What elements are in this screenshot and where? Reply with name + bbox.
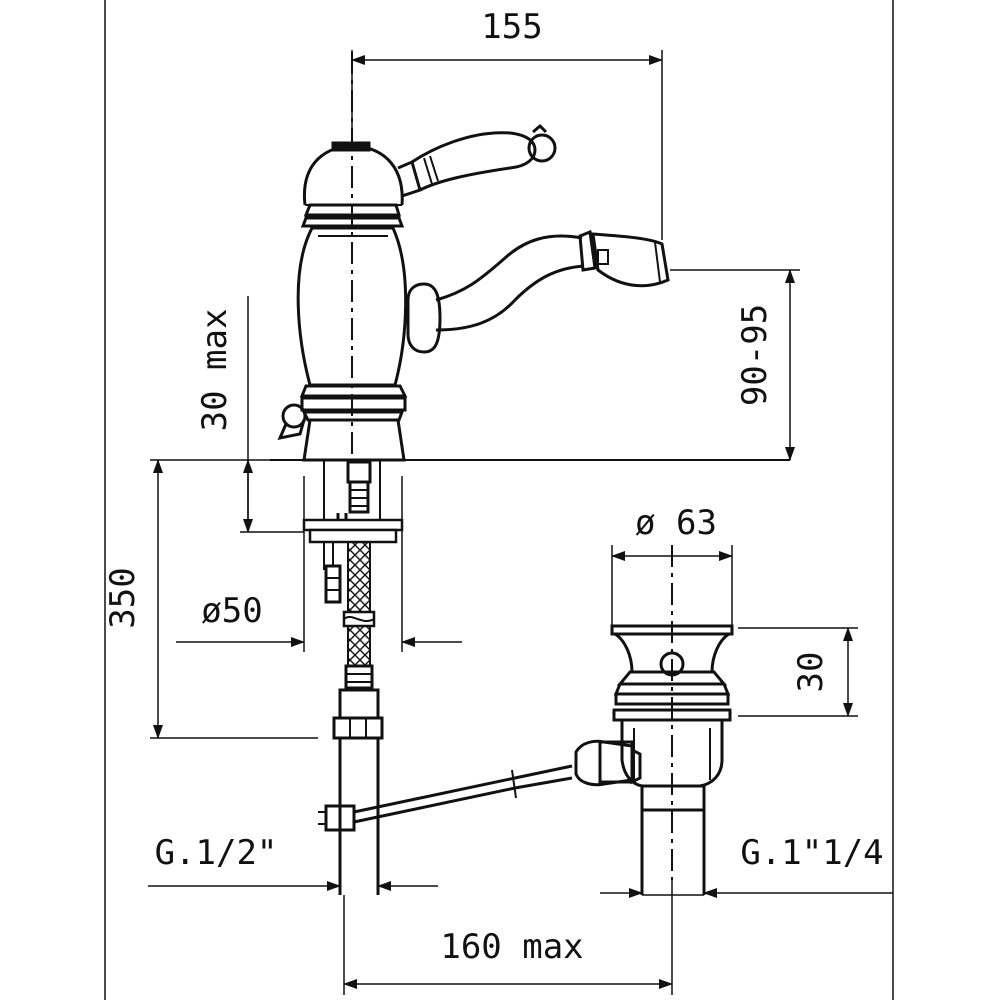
label-spout-height: 90-95 <box>735 304 775 406</box>
label-hose-length: 350 <box>103 567 143 628</box>
mounting-plate <box>302 518 404 532</box>
rod-connector <box>324 564 342 604</box>
label-waste-height: 30 <box>791 652 831 693</box>
waste-drain <box>574 545 734 895</box>
label-rod-length: 160 max <box>440 927 583 967</box>
frame <box>104 0 894 1000</box>
label-hole-diameter: ø50 <box>201 591 262 631</box>
braided-hose <box>347 541 371 667</box>
spout <box>406 229 670 354</box>
popup-knob <box>277 403 307 441</box>
label-deck-thickness: 30 max <box>195 309 235 432</box>
label-waste-thread: G.1"1/4 <box>740 833 883 873</box>
label-waste-diameter: ø 63 <box>635 503 717 543</box>
lever-handle <box>397 123 557 198</box>
popup-rod <box>318 764 573 845</box>
label-spout-reach: 155 <box>481 7 542 47</box>
faucet-body <box>270 52 790 895</box>
label-inlet-thread: G.1/2" <box>155 833 278 873</box>
dimension-labels: 155 90-95 30 max 350 ø50 ø 63 30 G.1/2" … <box>103 7 884 967</box>
dimension-lines <box>148 50 893 995</box>
